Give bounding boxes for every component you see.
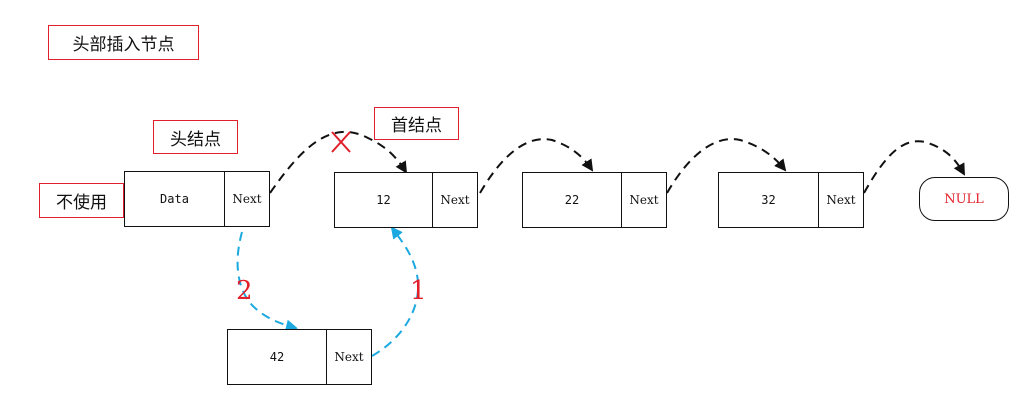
- new-node-42: 42 Next: [227, 329, 372, 385]
- link-arrow-22-to-32: [666, 138, 787, 194]
- step-number-2: 2: [236, 276, 253, 306]
- node-value: 12: [376, 193, 391, 207]
- node-next-cell: Next: [621, 173, 666, 227]
- node-next-cell: Next: [818, 173, 863, 227]
- head-node-label: 头结点: [153, 120, 238, 154]
- link-arrow-head-to-12: [269, 131, 408, 194]
- list-node-32: 32 Next: [718, 172, 864, 228]
- list-node-22: 22 Next: [522, 172, 667, 228]
- node-next-cell: Next: [326, 330, 371, 384]
- node-value: 22: [564, 193, 580, 207]
- link-arrow-32-to-null: [863, 140, 965, 194]
- cross-mark-icon: [331, 131, 351, 153]
- step-number-1: 1: [410, 276, 427, 306]
- list-node-12: 12 Next: [334, 172, 478, 228]
- node-next-cell: Next: [432, 173, 477, 227]
- unused-label: 不使用: [39, 183, 124, 218]
- node-value: 32: [761, 193, 776, 207]
- head-node: Data Next: [124, 171, 270, 227]
- null-node: NULL: [919, 177, 1009, 221]
- head-next-cell: Next: [224, 172, 269, 226]
- link-arrow-12-to-22: [479, 138, 594, 194]
- node-value: 42: [269, 350, 285, 364]
- title-label: 头部插入节点: [48, 25, 199, 60]
- first-node-label: 首结点: [374, 107, 459, 140]
- insert-arrow-42-to-12: [371, 226, 420, 357]
- insert-arrow-head-to-42: [236, 231, 298, 332]
- head-data-cell: Data: [160, 192, 189, 206]
